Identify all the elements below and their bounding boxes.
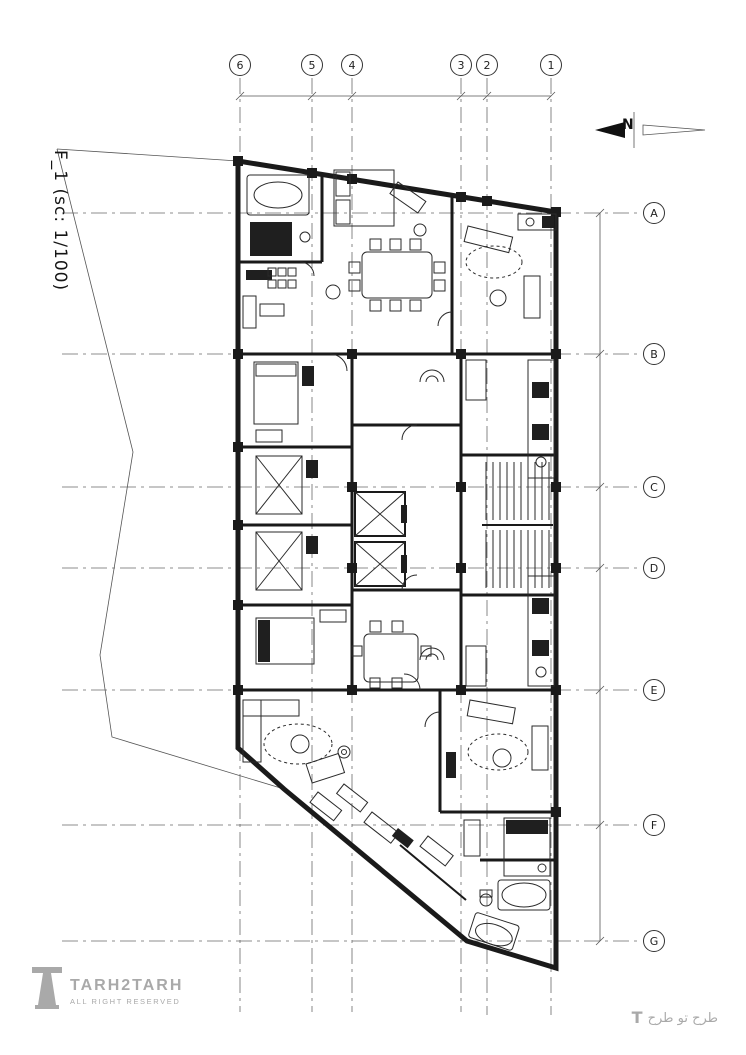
grid-column-bubble-4: 4 <box>341 54 363 76</box>
door-arcs <box>299 261 453 728</box>
watermark-text: TARH2TARH ALL RIGHT RESERVED <box>70 977 183 1006</box>
elevator-core <box>354 491 407 587</box>
grid-column-bubble-1: 1 <box>540 54 562 76</box>
grid-column-bubble-5: 5 <box>301 54 323 76</box>
grid-row-bubble-e: E <box>643 679 665 701</box>
watermark-brand: TARH2TARH <box>70 977 184 994</box>
footer-brand-arabic: طرح تو طرح <box>647 1010 718 1026</box>
grid-column-bubble-3: 3 <box>450 54 472 76</box>
grid-row-bubble-a: A <box>643 202 665 224</box>
watermark: TARH2TARH ALL RIGHT RESERVED <box>30 963 183 1011</box>
watermark-tagline: ALL RIGHT RESERVED <box>70 996 181 1006</box>
building-walls <box>233 156 561 972</box>
grid-row-bubble-b: B <box>643 343 665 365</box>
tower-logo-icon <box>32 967 62 1009</box>
site-boundary <box>56 148 285 790</box>
furniture <box>242 169 557 951</box>
brand-logo-icon: T <box>631 1008 643 1027</box>
north-label: N <box>622 117 634 133</box>
grid-row-bubble-d: D <box>643 557 665 579</box>
grid-row-bubble-g: G <box>643 930 665 952</box>
footer-brand: T طرح تو طرح <box>632 1010 718 1026</box>
grid-row-bubble-c: C <box>643 476 665 498</box>
north-arrow-icon <box>595 112 706 148</box>
grid-column-bubble-2: 2 <box>476 54 498 76</box>
stair-core <box>482 462 553 588</box>
grid-column-bubble-6: 6 <box>229 54 251 76</box>
plan-title: F_1 (sc: 1/100) <box>50 150 70 292</box>
dimension-lines <box>235 91 605 946</box>
grid-row-bubble-f: F <box>643 814 665 836</box>
